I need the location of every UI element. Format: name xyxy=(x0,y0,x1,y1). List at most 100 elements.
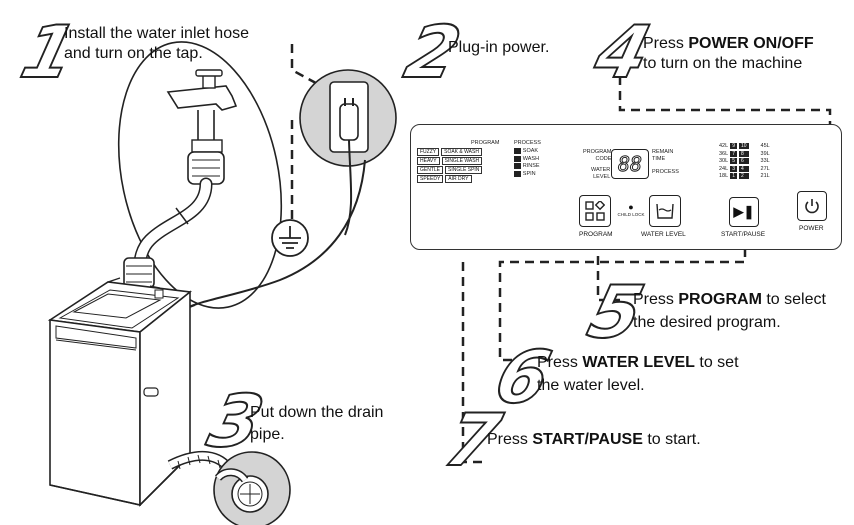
process-row: SOAK xyxy=(514,148,540,155)
program-icon xyxy=(585,201,605,221)
program-header: PROGRAM xyxy=(471,140,500,146)
label-line: CODE xyxy=(595,155,612,162)
tap-callout xyxy=(117,41,283,309)
text-bold: WATER LEVEL xyxy=(582,354,695,371)
process-row: WASH xyxy=(514,156,540,163)
program-left: HEAVY xyxy=(417,157,440,165)
text-post: to select xyxy=(761,291,826,308)
level-code: 2 xyxy=(738,173,749,180)
process-label: RINSE xyxy=(522,163,540,169)
step-text-line: Put down the drain xyxy=(250,404,384,421)
level-left: 30L xyxy=(719,158,729,164)
label-line: WATER xyxy=(591,167,611,173)
level-code: 10 xyxy=(738,143,749,150)
label-line: REMAIN xyxy=(652,149,674,155)
text-bold: POWER ON/OFF xyxy=(688,35,814,52)
program-left: GENTLE xyxy=(417,166,444,174)
step-text-line: Plug-in power. xyxy=(448,39,550,56)
level-left: 42L xyxy=(719,143,729,149)
program-right: SINGLE WASH xyxy=(441,157,483,165)
step-text-line: the water level. xyxy=(537,377,645,394)
display-label-process: PROCESS xyxy=(652,169,679,175)
level-code: 6 xyxy=(738,158,749,165)
level-code: 8 xyxy=(738,150,749,157)
water-level-button-label: WATER LEVEL xyxy=(641,231,686,238)
process-indicator xyxy=(514,170,521,177)
text-pre: Press xyxy=(633,291,679,308)
program-right: AIR DRY xyxy=(445,175,472,183)
label-line: LEVEL xyxy=(593,173,611,180)
level-left: 24L xyxy=(719,165,729,172)
process-indicator xyxy=(514,163,521,170)
text-post: to start. xyxy=(642,431,701,448)
step-text-line: Press WATER LEVEL to set xyxy=(537,353,739,373)
power-button[interactable] xyxy=(797,191,827,221)
start-pause-button-label: START/PAUSE xyxy=(721,231,766,238)
digital-display: 88 xyxy=(611,149,649,179)
level-left: 18L xyxy=(719,173,729,179)
step-text-line: to turn on the machine xyxy=(643,55,803,72)
step-text-line: the desired program. xyxy=(633,314,781,331)
process-list: SOAK WASH RINSE SPIN xyxy=(514,148,540,178)
process-indicator xyxy=(514,155,521,162)
water-level-button[interactable] xyxy=(649,195,681,227)
level-code: 3 xyxy=(730,165,737,172)
program-left: SPEEDY xyxy=(417,175,444,183)
leader-step6 xyxy=(498,248,747,362)
label-line: PROGRAM xyxy=(583,149,612,155)
text-pre: Press xyxy=(643,35,689,52)
level-code: 4 xyxy=(738,165,749,172)
power-button-label: POWER xyxy=(799,225,824,232)
level-right: 33L xyxy=(760,158,770,164)
program-right: SOAK & WASH xyxy=(441,148,482,156)
text-post: to set xyxy=(694,354,739,371)
power-icon xyxy=(805,199,819,214)
display-digits: 88 xyxy=(617,152,643,177)
text-pre: Press xyxy=(537,354,583,371)
child-lock-label: CHILD LOCK xyxy=(617,212,645,217)
step-text-line: and turn on the tap. xyxy=(64,45,203,62)
lock-icon: ● xyxy=(628,202,634,212)
step-text-line: Press START/PAUSE to start. xyxy=(487,430,701,450)
text-bold: PROGRAM xyxy=(678,291,762,308)
level-right: 27L xyxy=(760,165,770,172)
process-label: SPIN xyxy=(522,170,536,177)
program-right: SINGLE SPIN xyxy=(445,166,483,174)
level-right: 45L xyxy=(760,143,770,149)
leader-step7 xyxy=(461,262,485,464)
level-right: 21L xyxy=(760,173,770,179)
washing-machine xyxy=(47,277,235,507)
step-text-line: Press PROGRAM to select xyxy=(633,290,826,310)
process-indicator xyxy=(514,148,521,155)
play-pause-icon: ▶❚ xyxy=(733,204,755,219)
program-left: FUZZY xyxy=(417,148,440,156)
leader-ground xyxy=(290,44,326,90)
power-cord xyxy=(181,159,366,311)
process-row: SPIN xyxy=(514,171,540,178)
start-pause-button[interactable]: ▶❚ xyxy=(729,197,759,227)
text-bold: START/PAUSE xyxy=(532,431,643,448)
label-line: TIME xyxy=(652,155,666,162)
level-code: 7 xyxy=(730,150,737,157)
level-code: 1 xyxy=(730,173,737,180)
step-text-line: Install the water inlet hose xyxy=(64,25,249,42)
program-button[interactable] xyxy=(579,195,611,227)
water-level-grid: 42L 9 10 45L 36L 7 8 39L 30L 5 6 33L 24L… xyxy=(719,143,770,180)
process-row: RINSE xyxy=(514,163,540,170)
program-button-label: PROGRAM xyxy=(579,231,613,238)
drain-callout xyxy=(213,451,291,525)
level-code: 5 xyxy=(730,158,737,165)
level-code: 9 xyxy=(730,143,737,150)
process-label: WASH xyxy=(522,155,540,162)
water-level-icon xyxy=(656,203,674,219)
step-text-line: pipe. xyxy=(250,426,285,443)
